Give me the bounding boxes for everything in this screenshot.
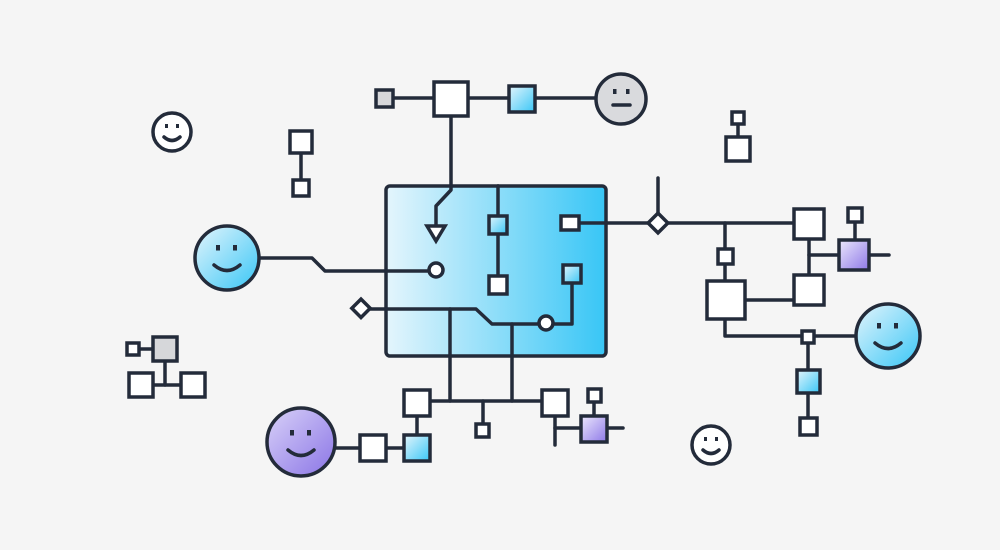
smiley-face-icon <box>265 406 337 478</box>
smiley-face-icon <box>690 424 732 466</box>
square-node-icon <box>374 88 395 109</box>
square-node-icon <box>800 329 816 345</box>
hub-inner-lines <box>384 184 608 358</box>
square-node-icon <box>586 387 603 404</box>
diamond-junction-icon <box>349 296 373 320</box>
neutral-face-icon <box>594 72 648 126</box>
square-node-icon <box>402 388 432 418</box>
square-node-icon <box>125 341 141 357</box>
hub-node-middle <box>487 274 509 296</box>
hub-node-top <box>487 214 509 236</box>
square-node-icon <box>358 433 388 463</box>
square-node-icon <box>288 129 314 155</box>
diamond-junction-icon <box>645 210 671 236</box>
square-node-icon <box>179 371 207 399</box>
square-node-icon <box>579 414 609 444</box>
square-node-icon <box>792 273 826 307</box>
square-node-icon <box>291 178 311 198</box>
square-node-icon <box>507 84 537 114</box>
square-node-icon <box>127 371 155 399</box>
square-node-icon <box>540 388 570 418</box>
square-node-icon <box>730 110 746 126</box>
square-node-icon <box>151 335 179 363</box>
smiley-face-icon <box>854 302 922 370</box>
square-node-icon <box>837 238 871 272</box>
square-node-icon <box>716 247 735 266</box>
square-node-icon <box>792 207 826 241</box>
square-node-icon <box>846 206 864 224</box>
square-node-icon <box>474 422 491 439</box>
hub-node-right <box>561 263 583 285</box>
square-node-icon <box>798 416 819 437</box>
square-node-icon <box>432 80 470 118</box>
hub-node-right-top <box>559 214 581 232</box>
square-node-icon <box>795 368 822 395</box>
square-node-icon <box>705 279 747 321</box>
triangle-arrow-icon <box>423 224 449 245</box>
smiley-face-icon <box>151 111 193 153</box>
circle-port-icon <box>537 314 555 332</box>
circle-port-icon <box>427 261 445 279</box>
square-node-icon <box>402 433 432 463</box>
square-node-icon <box>724 135 752 163</box>
smiley-face-icon <box>193 224 261 292</box>
